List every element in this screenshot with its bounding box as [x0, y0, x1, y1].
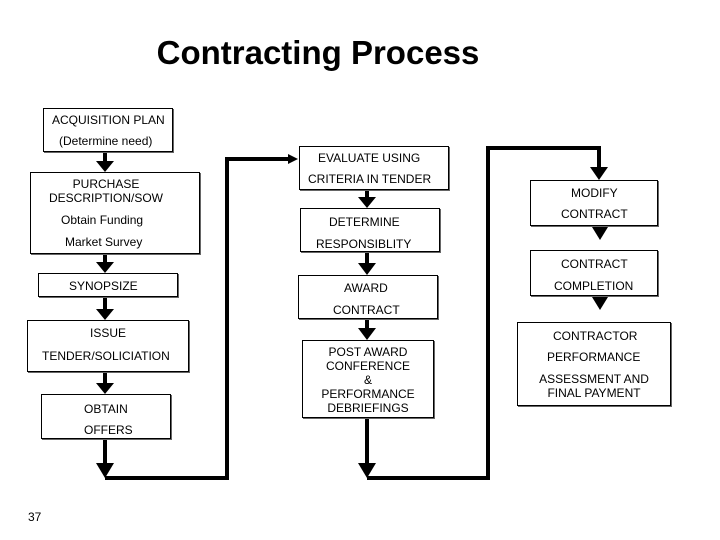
contract-label: CONTRACT: [333, 303, 400, 317]
modify-contract-label: CONTRACT: [561, 207, 628, 221]
evaluate-box: EVALUATE USING CRITERIA IN TENDER: [299, 146, 449, 190]
arrow-down-icon: [358, 419, 376, 478]
synopsize-label: SYNOPSIZE: [69, 279, 138, 293]
post-award-box: POST AWARD CONFERENCE & PERFORMANCE DEBR…: [302, 340, 434, 418]
arrow-down-icon: [96, 153, 114, 172]
contract-completion-box: CONTRACT COMPLETION: [530, 250, 658, 296]
award-contract-box: AWARD CONTRACT: [298, 275, 438, 319]
modify-label: MODIFY: [571, 186, 618, 200]
award-label: AWARD: [344, 281, 388, 295]
obtain-funding-label: Obtain Funding: [61, 213, 144, 227]
page-number: 37: [28, 510, 42, 524]
arrow-down-icon: [96, 440, 114, 478]
arrow-down-icon: [358, 191, 376, 208]
arrow-down-icon: [96, 373, 114, 394]
contract-completion-label: CONTRACT: [561, 257, 628, 271]
acquisition-plan-label: ACQUISITION PLAN: [52, 113, 165, 127]
responsibility-label: RESPONSIBLITY: [316, 237, 412, 251]
contractor-label: CONTRACTOR: [553, 329, 638, 343]
obtain-label: OBTAIN: [84, 402, 128, 416]
obtain-offers-box: OBTAIN OFFERS: [41, 394, 171, 439]
arrow-down-icon: [592, 297, 608, 310]
performance-label: PERFORMANCE: [547, 350, 641, 364]
arrow-down-icon: [96, 298, 114, 320]
offers-label: OFFERS: [84, 423, 133, 437]
issue-tender-box: ISSUE TENDER/SOLICIATION: [27, 320, 189, 372]
issue-label: ISSUE: [90, 326, 127, 340]
completion-label: COMPLETION: [554, 279, 634, 293]
synopsize-box: SYNOPSIZE: [38, 273, 178, 297]
determine-responsibility-box: DETERMINE RESPONSIBLITY: [300, 208, 440, 252]
post-award-label: POST AWARD CONFERENCE & PERFORMANCE DEBR…: [321, 345, 415, 415]
determine-need-label: (Determine need): [59, 134, 153, 148]
connector-line: [367, 146, 601, 480]
criteria-in-tender-label: CRITERIA IN TENDER: [308, 172, 432, 186]
evaluate-using-label: EVALUATE USING: [318, 151, 421, 165]
acquisition-plan-box: ACQUISITION PLAN (Determine need): [43, 108, 173, 152]
connector-line: [105, 157, 289, 480]
arrow-down-icon: [358, 253, 376, 275]
page-title: Contracting Process: [156, 34, 480, 71]
arrow-down-icon: [358, 320, 376, 340]
modify-contract-box: MODIFY CONTRACT: [530, 180, 658, 226]
determine-label: DETERMINE: [329, 215, 400, 229]
market-survey-label: Market Survey: [65, 235, 143, 249]
arrow-down-icon: [592, 227, 608, 240]
arrow-down-icon: [590, 167, 608, 180]
arrow-down-icon: [96, 255, 114, 273]
tender-soliciation-label: TENDER/SOLICIATION: [42, 349, 170, 363]
arrow-right-icon: [288, 154, 298, 164]
